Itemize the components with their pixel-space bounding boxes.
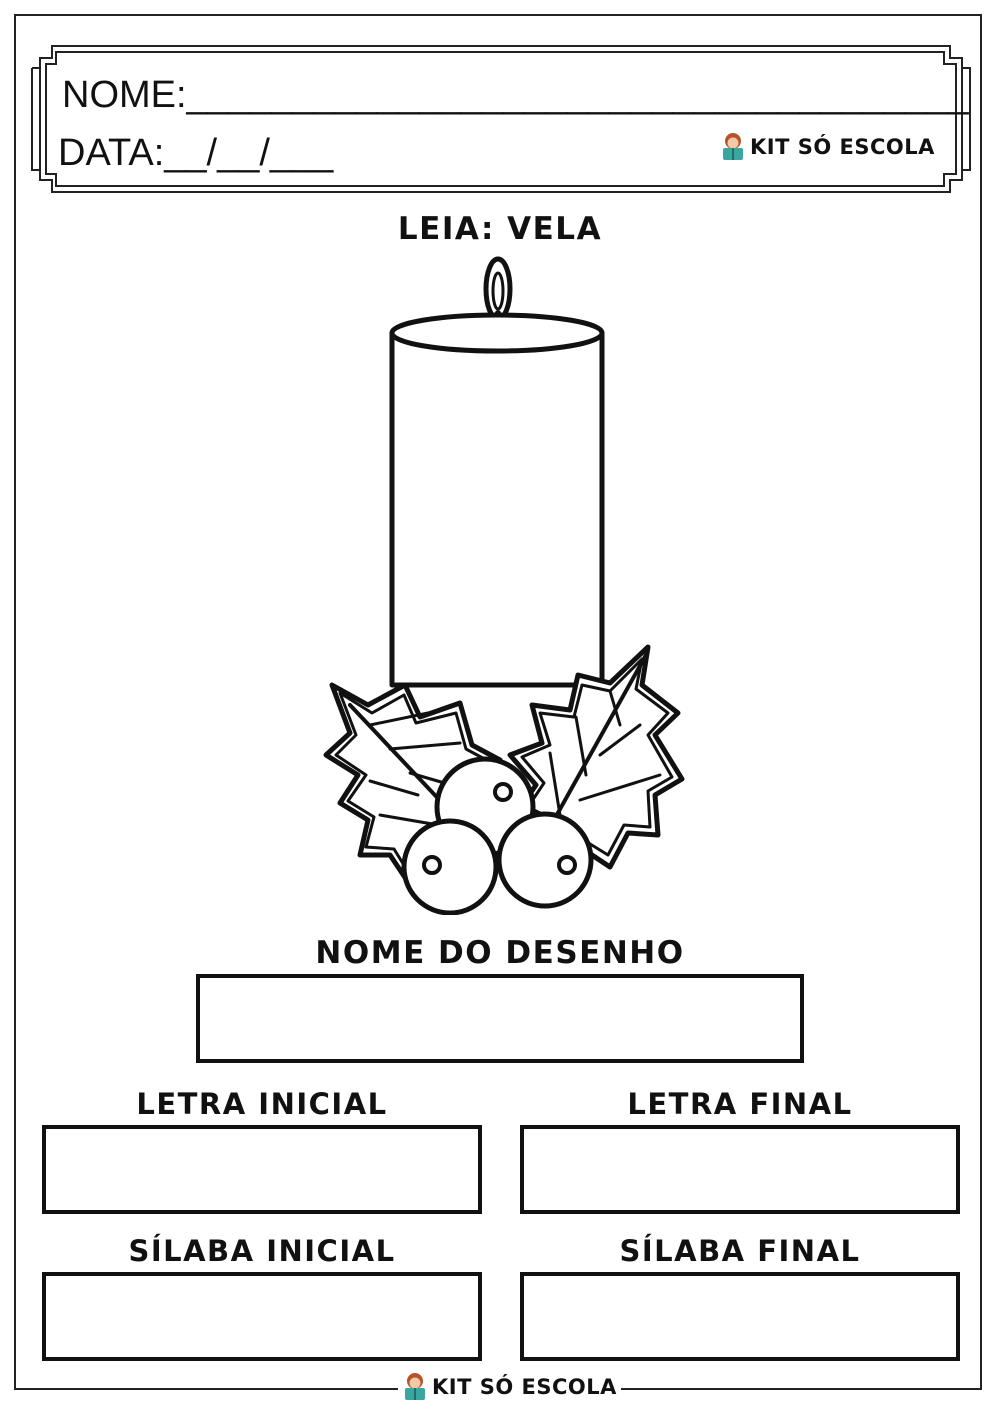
first-syllable-box[interactable] — [42, 1272, 482, 1361]
reading-title: LEIA: VELA — [397, 211, 603, 247]
drawing-name-box[interactable] — [196, 974, 804, 1063]
last-letter-box[interactable] — [520, 1125, 960, 1214]
first-syllable-label: SÍLABA INICIAL — [128, 1234, 396, 1268]
header-logo: KIT SÓ ESCOLA — [716, 130, 939, 164]
last-syllable-label: SÍLABA FINAL — [619, 1234, 861, 1268]
first-letter-label: LETRA INICIAL — [136, 1087, 388, 1121]
header-frame-border — [31, 45, 971, 193]
last-syllable-box[interactable] — [520, 1272, 960, 1361]
footer-rule-right — [600, 1388, 982, 1390]
first-letter-box[interactable] — [42, 1125, 482, 1214]
header-frame — [30, 44, 972, 194]
name-field[interactable]: NOME:___________________________________… — [62, 74, 969, 116]
page-border — [14, 14, 982, 1390]
logo-text: KIT SÓ ESCOLA — [750, 135, 935, 159]
date-field[interactable]: DATA:__/__/___ — [58, 132, 334, 174]
girl-reading-icon — [723, 133, 743, 160]
girl-reading-icon — [405, 1373, 425, 1400]
last-letter-label: LETRA FINAL — [627, 1087, 853, 1121]
footer-logo: KIT SÓ ESCOLA — [398, 1370, 621, 1404]
logo-text: KIT SÓ ESCOLA — [432, 1375, 617, 1399]
drawing-name-label: NOME DO DESENHO — [315, 935, 685, 971]
footer-rule-left — [14, 1388, 402, 1390]
candle-with-holly-icon — [323, 256, 685, 915]
